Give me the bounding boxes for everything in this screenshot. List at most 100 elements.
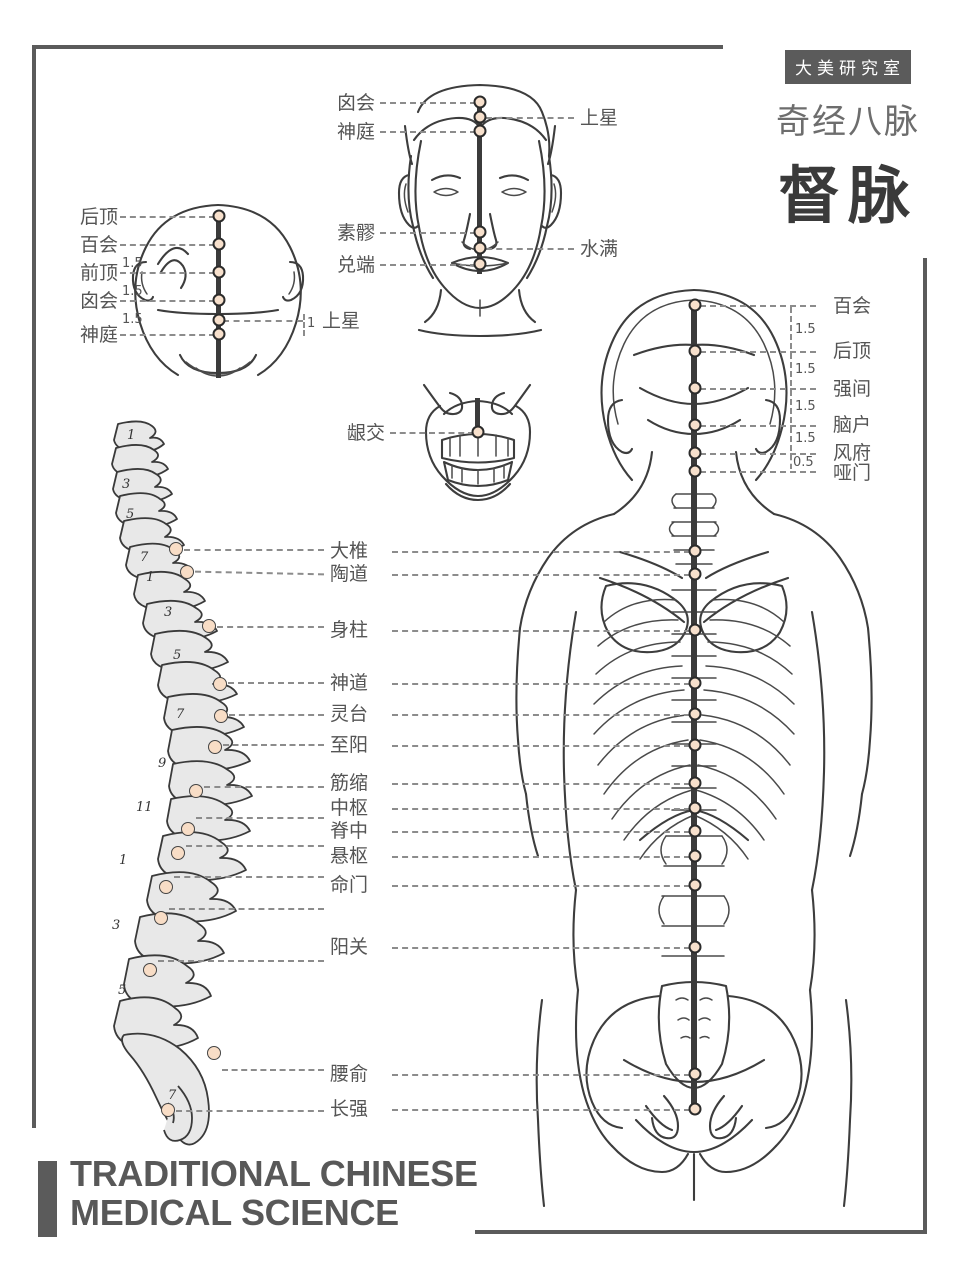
vertebra-number-c1: 1 <box>127 428 136 443</box>
body-point-mingmen[interactable] <box>688 878 702 892</box>
leader-right-mingmen <box>392 885 690 887</box>
label-houding-lateral: 后顶 <box>79 206 118 228</box>
acupoint-houding-lateral[interactable] <box>212 209 226 223</box>
label-lingtai: 灵台 <box>330 703 369 725</box>
body-point-zhongshu[interactable] <box>688 801 702 815</box>
acupoint-baihui-lateral[interactable] <box>212 237 226 251</box>
label-yamen-body: 哑门 <box>833 462 872 484</box>
label-shendao: 神道 <box>330 672 369 694</box>
spacing-naohu-fengfu: 1.5 <box>795 431 816 446</box>
body-point-lingtai[interactable] <box>688 707 702 721</box>
leader-right-zhongshu <box>392 808 690 810</box>
label-fengfu-body: 风府 <box>833 442 872 464</box>
body-point-zhiyang[interactable] <box>688 738 702 752</box>
body-point-jinsuo[interactable] <box>688 776 702 790</box>
body-point-taodao[interactable] <box>688 567 702 581</box>
label-shenting-lateral: 神庭 <box>79 324 118 346</box>
acupoint-shenting-lateral[interactable] <box>212 327 226 341</box>
spacing-bracket-shangxing <box>303 314 305 336</box>
label-dazhui: 大椎 <box>330 540 369 562</box>
spine-point-yaoshu[interactable] <box>207 1046 221 1060</box>
vertebra-number-l3: 3 <box>112 918 121 933</box>
tick-naohu-fengfu <box>790 427 792 451</box>
spine-point-zhiyang[interactable] <box>208 740 222 754</box>
spine-point-lingtai[interactable] <box>214 709 228 723</box>
label-baihui-body: 百会 <box>833 295 872 317</box>
frame-left-rule <box>32 45 36 1128</box>
leader-xinhui-lateral <box>120 300 215 302</box>
acupoint-suliao-face[interactable] <box>473 225 487 239</box>
label-houding-body: 后顶 <box>833 340 872 362</box>
footer-line-1: TRADITIONAL CHINESE <box>70 1153 478 1194</box>
poster-footer: TRADITIONAL CHINESE MEDICAL SCIENCE <box>38 1153 558 1237</box>
acupoint-shangxing-face[interactable] <box>473 110 487 124</box>
body-point-dazhui[interactable] <box>688 544 702 558</box>
body-point-xuanshu[interactable] <box>688 849 702 863</box>
spine-point-jizhong[interactable] <box>171 846 185 860</box>
spine-point-yaoyangguan[interactable] <box>143 963 157 977</box>
spacing-qianding-xinhui: 1.5 <box>122 312 143 327</box>
body-point-fengfu[interactable] <box>688 446 702 460</box>
vertebra-number-c5: 5 <box>126 507 135 522</box>
acupoint-shenting-face[interactable] <box>473 124 487 138</box>
vertebra-number-l1: 1 <box>119 853 128 868</box>
tick-houding-qiangjian <box>790 353 792 386</box>
body-point-changqiang[interactable] <box>688 1102 702 1116</box>
frame-right-rule <box>923 258 927 1234</box>
leader-left-zhongshu <box>196 817 324 819</box>
acupoint-xinhui-face[interactable] <box>473 95 487 109</box>
label-mingmen: 命门 <box>330 874 369 896</box>
spine-point-taodao[interactable] <box>180 565 194 579</box>
leader-duiduan-face <box>380 264 476 266</box>
spine-point-jinsuo[interactable] <box>189 784 203 798</box>
leader-right-dazhui <box>392 551 690 553</box>
label-naohu-body: 脑户 <box>833 414 872 436</box>
leader-shuiman-face <box>486 248 574 250</box>
leader-houding-lateral <box>120 216 215 218</box>
spine-point-shenzhu[interactable] <box>202 619 216 633</box>
vertebra-number-l5: 5 <box>118 983 127 998</box>
body-point-houding[interactable] <box>688 344 702 358</box>
leader-naohu-body <box>700 425 816 427</box>
vertebra-number-c7: 7 <box>140 550 149 565</box>
label-xuanshu: 悬枢 <box>330 845 369 867</box>
leader-left-mingmen <box>169 908 324 910</box>
vertebra-number-t3: 3 <box>164 605 173 620</box>
leader-left-yaoshu <box>222 1069 324 1071</box>
leader-left-xuanshu <box>174 876 324 878</box>
label-yaoyangguan: 阳关 <box>330 936 369 958</box>
studio-badge: 大美研究室 <box>785 50 911 84</box>
leader-left-changqiang <box>176 1110 324 1112</box>
spine-point-zhongshu[interactable] <box>181 822 195 836</box>
spine-point-dazhui[interactable] <box>169 542 183 556</box>
body-point-qiangjian[interactable] <box>688 381 702 395</box>
acupoint-duiduan-face[interactable] <box>473 257 487 271</box>
acupoint-shangxing-lateral[interactable] <box>212 313 226 327</box>
leader-right-taodao <box>392 574 690 576</box>
leader-xinhui-face <box>380 102 476 104</box>
body-point-naohu[interactable] <box>688 418 702 432</box>
label-zhiyang: 至阳 <box>330 734 369 756</box>
label-shenting-face: 神庭 <box>336 121 375 143</box>
acupoint-xinhui-lateral[interactable] <box>212 293 226 307</box>
tick-fengfu-yamen <box>790 455 792 469</box>
spine-point-shendao[interactable] <box>213 677 227 691</box>
acupoint-yinjiao-mouth[interactable] <box>471 425 485 439</box>
body-point-shenzhu[interactable] <box>688 623 702 637</box>
face-meridian-line <box>477 102 482 240</box>
spine-point-mingmen[interactable] <box>154 911 168 925</box>
body-point-shendao[interactable] <box>688 676 702 690</box>
label-changqiang: 长强 <box>330 1098 369 1120</box>
footer-accent-bar <box>38 1161 57 1237</box>
body-point-yaoyangguan[interactable] <box>688 940 702 954</box>
body-point-yaoshu[interactable] <box>688 1067 702 1081</box>
acupoint-qianding-lateral[interactable] <box>212 265 226 279</box>
body-point-jizhong[interactable] <box>688 824 702 838</box>
spine-point-xuanshu[interactable] <box>159 880 173 894</box>
spine-point-changqiang[interactable] <box>161 1103 175 1117</box>
body-point-yamen[interactable] <box>688 464 702 478</box>
body-point-baihui[interactable] <box>688 298 702 312</box>
acupoint-shuiman-face[interactable] <box>473 241 487 255</box>
